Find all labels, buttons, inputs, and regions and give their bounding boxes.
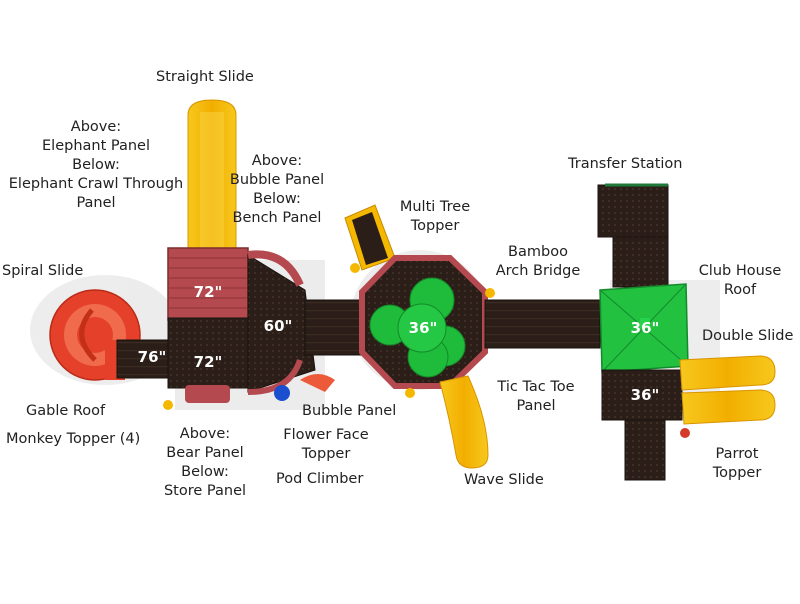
short-slide-top bbox=[344, 204, 396, 271]
label-multi-tree-topper: Multi Tree Topper bbox=[399, 199, 471, 234]
monkey-topper-shape-2 bbox=[485, 288, 495, 298]
label-spiral-slide: Spiral Slide bbox=[2, 263, 84, 279]
label-wave-slide: Wave Slide bbox=[464, 472, 544, 488]
deck-height-36-clubhouse: 36" bbox=[631, 319, 660, 337]
bamboo-arch-bridge bbox=[484, 299, 601, 349]
label-straight-slide: Straight Slide bbox=[156, 69, 254, 85]
label-bubble-panel-upper: Above: Bubble Panel Below: Bench Panel bbox=[229, 153, 325, 226]
label-parrot-topper: Parrot Topper bbox=[712, 446, 762, 481]
label-gable-roof: Gable Roof bbox=[26, 403, 106, 419]
gable-roof-tower bbox=[167, 247, 249, 403]
transfer-station bbox=[597, 183, 669, 288]
label-double-slide: Double Slide bbox=[702, 328, 794, 344]
deck-height-72-lower: 72" bbox=[194, 353, 223, 371]
monkey-topper-shape-3 bbox=[350, 263, 360, 273]
monkey-topper-shape-4 bbox=[405, 388, 415, 398]
deck-height-36-octagon: 36" bbox=[409, 319, 438, 337]
flower-face-topper-shape bbox=[300, 374, 335, 392]
label-flower-face-topper: Flower Face Topper bbox=[283, 427, 369, 462]
label-bear-panel: Above: Bear Panel Below: Store Panel bbox=[163, 426, 247, 499]
deck-height-60: 60" bbox=[264, 317, 293, 335]
walkway-bridge bbox=[304, 299, 368, 356]
monkey-topper-shape bbox=[163, 400, 173, 410]
label-elephant-panel: Above: Elephant Panel Below: Elephant Cr… bbox=[8, 119, 184, 211]
parrot-topper-shape bbox=[680, 428, 690, 438]
wave-slide bbox=[439, 375, 489, 469]
label-pod-climber: Pod Climber bbox=[276, 471, 364, 487]
multi-tree-topper bbox=[369, 277, 466, 378]
double-slide bbox=[679, 355, 776, 425]
label-tic-tac-toe-panel: Tic Tac Toe Panel bbox=[497, 379, 575, 414]
deck-height-76: 76" bbox=[138, 348, 167, 366]
label-bubble-panel-lower: Bubble Panel bbox=[302, 403, 397, 419]
label-transfer-station: Transfer Station bbox=[568, 156, 683, 172]
label-monkey-topper: Monkey Topper (4) bbox=[6, 431, 141, 447]
steps bbox=[624, 419, 666, 481]
pod-climber-shape bbox=[274, 385, 290, 401]
label-bamboo-arch-bridge: Bamboo Arch Bridge bbox=[495, 244, 581, 279]
deck-height-72-upper: 72" bbox=[194, 283, 223, 301]
deck-height-36-lower: 36" bbox=[631, 386, 660, 404]
deck-60-area bbox=[247, 250, 316, 395]
label-club-house-roof: Club House Roof bbox=[698, 263, 782, 298]
straight-slide bbox=[187, 99, 237, 251]
